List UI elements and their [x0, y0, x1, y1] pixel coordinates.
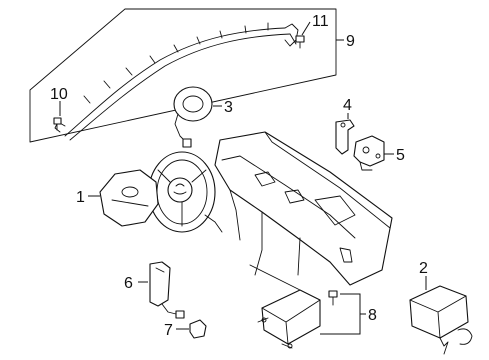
clip-part-10 [53, 117, 62, 131]
callout-8: 8 [368, 307, 377, 324]
leader-8 [320, 293, 361, 335]
bolt-part-11 [295, 35, 305, 49]
callout-5: 5 [396, 147, 405, 164]
clip-part-7 [189, 319, 207, 339]
instrument-panel [214, 131, 393, 291]
sensor-part-4 [335, 119, 355, 155]
driver-airbag-part-1 [99, 169, 159, 227]
callout-3: 3 [224, 99, 233, 116]
callout-6: 6 [124, 275, 133, 292]
callout-4: 4 [343, 97, 352, 114]
bracket-part-5 [353, 135, 385, 171]
curtain-airbag-group-frame [29, 8, 337, 143]
callout-10: 10 [50, 86, 68, 103]
callout-2: 2 [419, 260, 428, 277]
callout-11: 11 [312, 13, 329, 30]
curtain-airbag [54, 22, 299, 141]
callout-9: 9 [346, 33, 355, 50]
bolt-part-8 [328, 290, 338, 306]
callout-1: 1 [76, 189, 85, 206]
passenger-airbag-part-2 [409, 285, 473, 355]
airbag-control-module-part-8 [257, 289, 321, 349]
clock-spring-part-3 [173, 86, 213, 148]
steering-wheel [148, 151, 223, 233]
leader-11 [301, 21, 311, 36]
side-airbag-part-6 [149, 261, 185, 319]
callout-7: 7 [164, 322, 173, 339]
